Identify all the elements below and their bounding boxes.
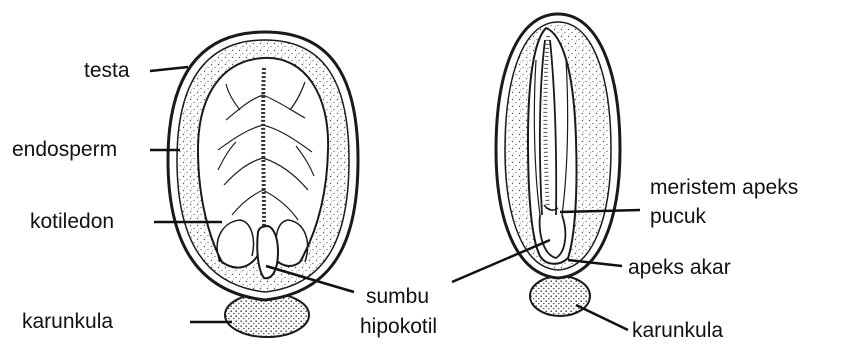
label-hipokotil: hipokotil [360, 315, 437, 339]
label-endosperm: endosperm [12, 138, 117, 162]
label-apeks-akar: apeks akar [628, 256, 731, 280]
label-sumbu: sumbu [366, 285, 429, 309]
label-karunkula-right: karunkula [632, 319, 723, 343]
label-kotiledon: kotiledon [30, 210, 114, 234]
label-pucuk: pucuk [650, 205, 706, 229]
label-testa: testa [84, 59, 130, 83]
label-meristem-apeks: meristem apeks [650, 176, 798, 200]
label-karunkula-left: karunkula [22, 310, 113, 334]
left-hypocotyl [257, 226, 278, 278]
right-caruncle [530, 276, 590, 316]
right-seed [496, 14, 620, 316]
left-seed [168, 32, 358, 337]
